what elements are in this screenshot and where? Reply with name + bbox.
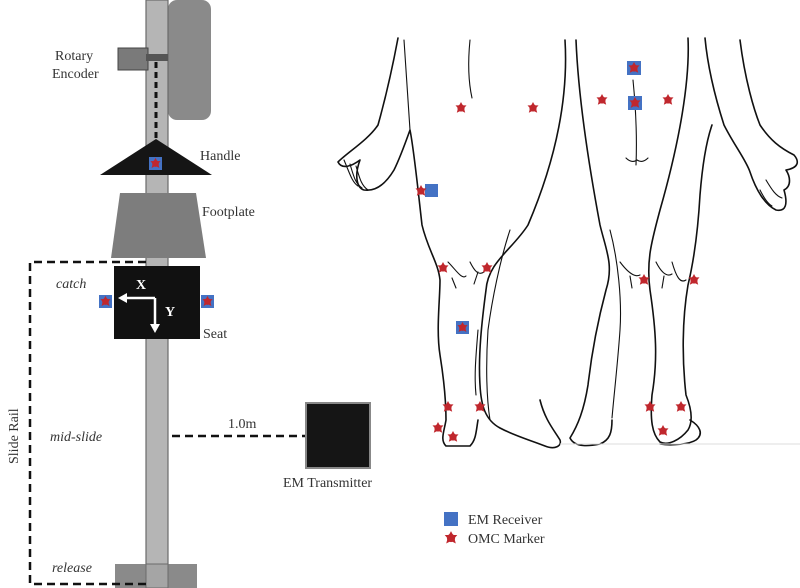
distance-label: 1.0m (228, 417, 257, 432)
omc-marker (527, 102, 539, 113)
body-outline (337, 37, 800, 449)
omc-marker (442, 401, 454, 412)
omc-marker (432, 422, 444, 433)
axis-x-label: X (136, 278, 146, 293)
omc-marker (662, 94, 674, 105)
omc-marker (455, 102, 467, 113)
omc-marker (447, 431, 459, 442)
handle-label: Handle (200, 149, 240, 164)
legend-em-receiver-swatch (444, 512, 458, 526)
ergometer (28, 0, 371, 588)
omc-marker (638, 274, 650, 285)
omc-marker (596, 94, 608, 105)
mid-slide-label: mid-slide (50, 430, 102, 445)
body-markers (415, 61, 700, 442)
legend-em-receiver-label: EM Receiver (468, 513, 543, 528)
legend-omc-marker-swatch (444, 531, 458, 544)
footplate (111, 193, 206, 258)
axis-y-label: Y (165, 305, 175, 320)
omc-marker (437, 262, 449, 273)
footplate-label: Footplate (202, 205, 255, 220)
flywheel-housing (168, 0, 211, 120)
slide-rail-label: Slide Rail (7, 408, 22, 464)
em-transmitter-label: EM Transmitter (283, 476, 372, 491)
omc-marker (675, 401, 687, 412)
seat-axes (118, 293, 160, 333)
rotary-encoder-label-1: Rotary (55, 49, 93, 64)
rotary-encoder-label-2: Encoder (52, 67, 99, 82)
em-transmitter (305, 402, 371, 469)
release-label: release (52, 561, 92, 576)
omc-marker (657, 425, 669, 436)
encoder-shaft (146, 54, 168, 61)
legend-omc-marker-label: OMC Marker (468, 532, 545, 547)
seat-label: Seat (203, 327, 227, 342)
em-receiver-thigh (425, 184, 438, 197)
omc-marker (644, 401, 656, 412)
legend: EM Receiver OMC Marker (444, 512, 545, 547)
catch-label: catch (56, 277, 86, 292)
rotary-encoder (117, 47, 149, 71)
slide-rail-bracket (28, 260, 146, 586)
